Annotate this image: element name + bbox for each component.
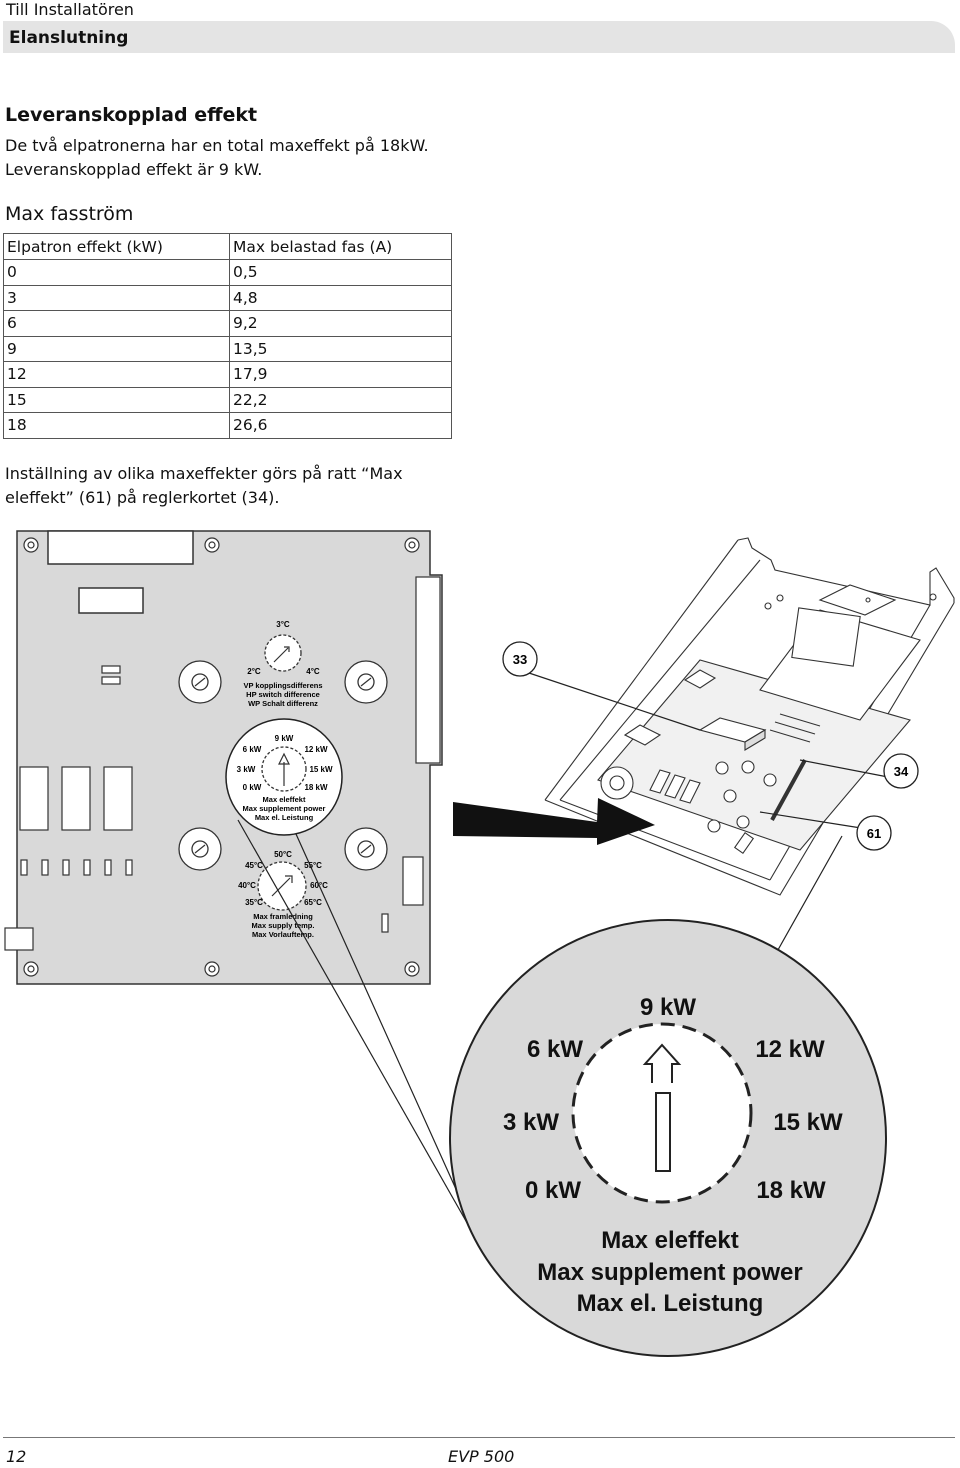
zoom-9kw-label: 9 kW [640, 994, 696, 1021]
power-dial-12kw: 12 kW [304, 745, 328, 754]
table-header-row: Elpatron effekt (kW) Max belastad fas (A… [3, 233, 452, 260]
cell-power: 9 [3, 335, 230, 362]
zoom-6kw-label: 6 kW [527, 1036, 583, 1063]
svg-text:33: 33 [513, 652, 527, 667]
temp-dial-35: 35°C [245, 898, 263, 907]
cell-power: 15 [3, 386, 230, 413]
callout-34: 34 [883, 753, 919, 789]
zoom-caption-en: Max supplement power [537, 1259, 802, 1286]
callout-61: 61 [856, 815, 892, 851]
max-power-dial[interactable]: 9 kW 6 kW 12 kW 3 kW 15 kW 0 kW 18 kW Ma… [225, 718, 343, 836]
zoomed-max-power-dial: 9 kW 6 kW 12 kW 3 kW 15 kW 0 kW 18 kW Ma… [449, 919, 887, 1357]
zoom-12kw-label: 12 kW [755, 1036, 825, 1063]
footer-divider [3, 1437, 955, 1438]
cell-current: 4,8 [229, 284, 452, 311]
cell-current: 26,6 [229, 412, 452, 439]
switch-diff-left-label: 2°C [247, 667, 261, 676]
cell-current: 17,9 [229, 361, 452, 388]
switch-diff-top-label: 3°C [276, 620, 290, 629]
svg-text:34: 34 [894, 764, 909, 779]
zoom-caption-de: Max el. Leistung [577, 1290, 764, 1317]
cell-power: 3 [3, 284, 230, 311]
temp-dial-40: 40°C [238, 881, 256, 890]
power-dial-3kw: 3 kW [237, 765, 256, 774]
cabinet-illustration [544, 537, 955, 896]
control-board: 3°C 2°C 4°C VP kopplingsdifferens HP swi… [4, 530, 443, 985]
switch-diff-caption-sv: VP kopplingsdifferens [243, 681, 322, 690]
power-dial-caption-de: Max el. Leistung [255, 813, 314, 822]
column-header-power: Elpatron effekt (kW) [3, 233, 230, 260]
power-dial-15kw: 15 kW [309, 765, 333, 774]
column-header-current: Max belastad fas (A) [229, 233, 452, 260]
delivery-text: De två elpatronerna har en total maxeffe… [5, 136, 429, 179]
phase-current-table: Elpatron effekt (kW) Max belastad fas (A… [3, 233, 452, 439]
power-dial-0kw: 0 kW [243, 783, 262, 792]
chapter-title: Elanslutning [9, 28, 129, 48]
temp-dial-caption-en: Max supply temp. [252, 921, 315, 930]
zoom-18kw-label: 18 kW [756, 1177, 826, 1204]
zoom-15kw-label: 15 kW [773, 1109, 843, 1136]
page-number: 12 [6, 1447, 27, 1466]
power-dial-9kw: 9 kW [275, 734, 294, 743]
cell-power: 12 [3, 361, 230, 388]
instruction-text: Inställning av olika maxeffekter görs på… [5, 464, 403, 507]
power-dial-6kw: 6 kW [243, 745, 262, 754]
zoom-caption-sv: Max eleffekt [601, 1227, 738, 1254]
section-label: Till Installatören [6, 0, 134, 19]
temp-dial-caption-sv: Max framledning [253, 912, 313, 921]
power-dial-caption-en: Max supplement power [243, 804, 326, 813]
power-dial-18kw: 18 kW [304, 783, 328, 792]
svg-text:61: 61 [867, 826, 881, 841]
cell-power: 0 [3, 259, 230, 286]
switch-diff-right-label: 4°C [306, 667, 320, 676]
direction-arrow [453, 798, 655, 845]
zoom-3kw-label: 3 kW [503, 1109, 559, 1136]
phase-current-heading: Max fasström [5, 203, 134, 225]
temp-dial-55: 55°C [304, 861, 322, 870]
document-name: EVP 500 [448, 1447, 515, 1466]
temp-dial-50: 50°C [274, 850, 292, 859]
switch-diff-caption-de: WP Schalt differenz [248, 699, 318, 708]
temp-dial-45: 45°C [245, 861, 263, 870]
control-board-figure: 3°C 2°C 4°C VP kopplingsdifferens HP swi… [4, 530, 955, 1357]
cell-power: 6 [3, 310, 230, 337]
cell-current: 13,5 [229, 335, 452, 362]
temp-dial-65: 65°C [304, 898, 322, 907]
delivery-heading: Leveranskopplad effekt [5, 104, 258, 126]
cell-power: 18 [3, 412, 230, 439]
chapter-banner [3, 21, 955, 53]
cell-current: 22,2 [229, 386, 452, 413]
power-dial-caption-sv: Max eleffekt [263, 795, 306, 804]
callout-33: 33 [502, 641, 538, 677]
temp-dial-caption-de: Max Vorlauftemp. [252, 930, 314, 939]
switch-difference-dial[interactable]: 3°C 2°C 4°C VP kopplingsdifferens HP swi… [243, 620, 322, 708]
cell-current: 0,5 [229, 259, 452, 286]
cell-current: 9,2 [229, 310, 452, 337]
switch-diff-caption-en: HP switch difference [246, 690, 320, 699]
zoom-0kw-label: 0 kW [525, 1177, 581, 1204]
max-supply-temp-dial[interactable]: 50°C 45°C 55°C 40°C 60°C 35°C 65°C Max f… [238, 850, 328, 939]
